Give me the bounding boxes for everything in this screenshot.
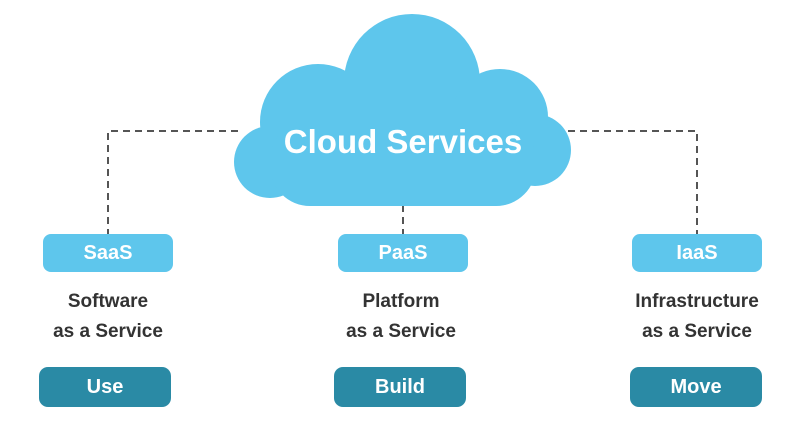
move-button[interactable]: Move [630,367,762,407]
connector-iaas [568,130,698,235]
saas-description-line2: as a Service [53,321,163,342]
connector-lines [107,130,698,235]
paas-description-line2: as a Service [346,321,456,342]
paas-description: Platform as a Service [306,287,496,347]
paas-description-line1: Platform [362,291,440,312]
build-button[interactable]: Build [334,367,466,407]
saas-badge: SaaS [43,234,173,272]
iaas-description: Infrastructure as a Service [602,287,792,347]
paas-badge: PaaS [338,234,468,272]
connector-saas [107,130,238,235]
use-button[interactable]: Use [39,367,171,407]
saas-description: Software as a Service [13,287,203,347]
saas-description-line1: Software [67,291,149,312]
cloud-shape [234,14,571,206]
iaas-description-line2: as a Service [642,321,752,342]
iaas-badge: IaaS [632,234,762,272]
cloud-title: Cloud Services [284,123,522,160]
iaas-description-line1: Infrastructure [635,291,759,312]
